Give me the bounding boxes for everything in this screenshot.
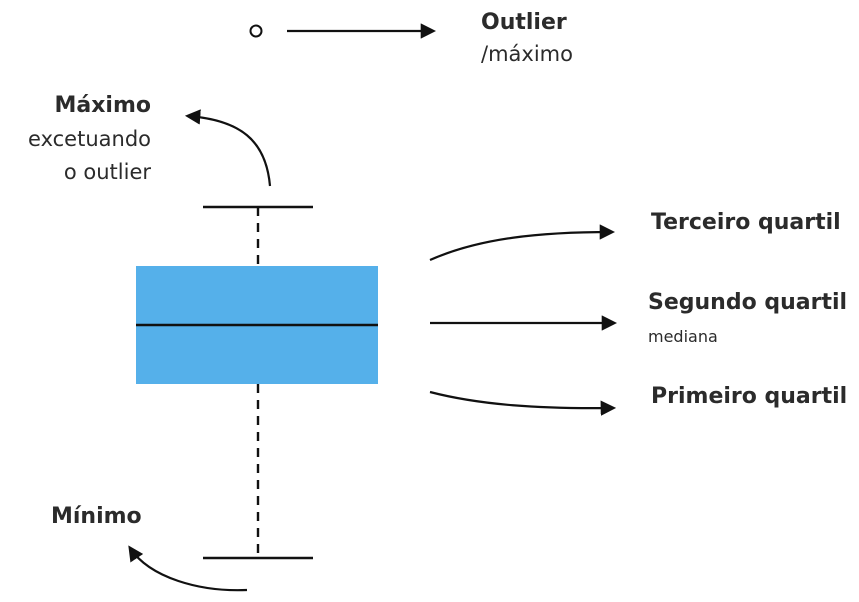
max-title: Máximo bbox=[54, 93, 151, 118]
outlier-point bbox=[249, 24, 263, 38]
max-subtitle-line2: o outlier bbox=[63, 160, 151, 184]
q1-arrow bbox=[429, 390, 617, 416]
outlier-subtitle: /máximo bbox=[481, 42, 573, 66]
q1-label: Primeiro quartil bbox=[651, 384, 848, 409]
min-title: Mínimo bbox=[51, 504, 142, 529]
q3-arrow bbox=[429, 224, 616, 262]
max-arrow bbox=[184, 109, 272, 187]
q2-sublabel: mediana bbox=[648, 327, 718, 346]
outlier-title: Outlier bbox=[481, 10, 567, 35]
min-arrow bbox=[128, 545, 248, 592]
max-subtitle-line1: excetuando bbox=[28, 127, 151, 151]
q3-label: Terceiro quartil bbox=[651, 210, 841, 235]
q2-label: Segundo quartil bbox=[648, 290, 848, 315]
